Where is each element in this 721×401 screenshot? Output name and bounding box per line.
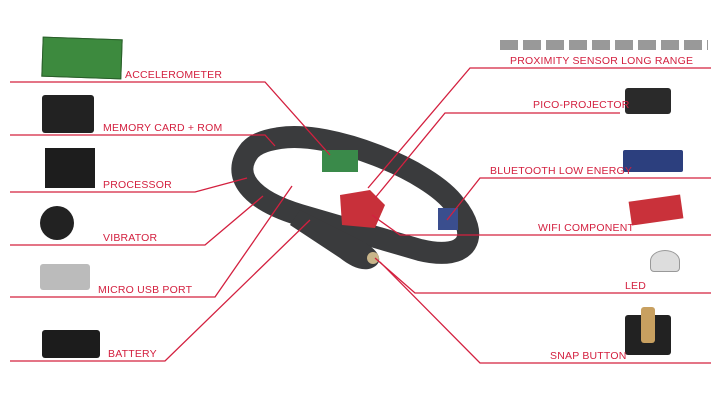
accelerometer-board-icon	[41, 36, 123, 80]
processor-chip-icon	[45, 148, 95, 188]
accelerometer-on-band	[322, 150, 358, 172]
battery-icon	[42, 330, 100, 358]
label-bluetooth-low-energy: BLUETOOTH LOW ENERGY	[490, 165, 633, 177]
proximity-sensors-icon	[500, 40, 708, 50]
label-led: LED	[625, 280, 647, 292]
label-micro-usb-port: MICRO USB PORT	[98, 284, 193, 296]
memory-card-icon	[42, 95, 94, 133]
wristband	[231, 126, 480, 270]
vibrator-icon	[40, 206, 74, 240]
led-icon	[650, 250, 680, 272]
wifi-on-band	[340, 190, 385, 228]
bluetooth-module-icon	[623, 150, 683, 172]
label-vibrator: VIBRATOR	[103, 232, 158, 244]
label-snap-button: SNAP BUTTON	[550, 350, 627, 362]
callout-lines	[10, 67, 711, 364]
label-memory-card-rom: MEMORY CARD + ROM	[103, 122, 223, 134]
snap-button-icon	[625, 307, 671, 355]
snap-button-on-band	[367, 252, 379, 264]
label-battery: BATTERY	[108, 348, 157, 360]
label-accelerometer: ACCELEROMETER	[125, 69, 223, 81]
label-proximity-sensor: PROXIMITY SENSOR LONG RANGE	[510, 55, 694, 67]
micro-usb-icon	[40, 264, 90, 290]
pico-projector-icon	[625, 88, 671, 114]
label-wifi-component: WIFI COMPONENT	[538, 222, 635, 234]
label-processor: PROCESSOR	[103, 179, 172, 191]
label-pico-projector: PICO-PROJECTOR	[533, 99, 630, 111]
